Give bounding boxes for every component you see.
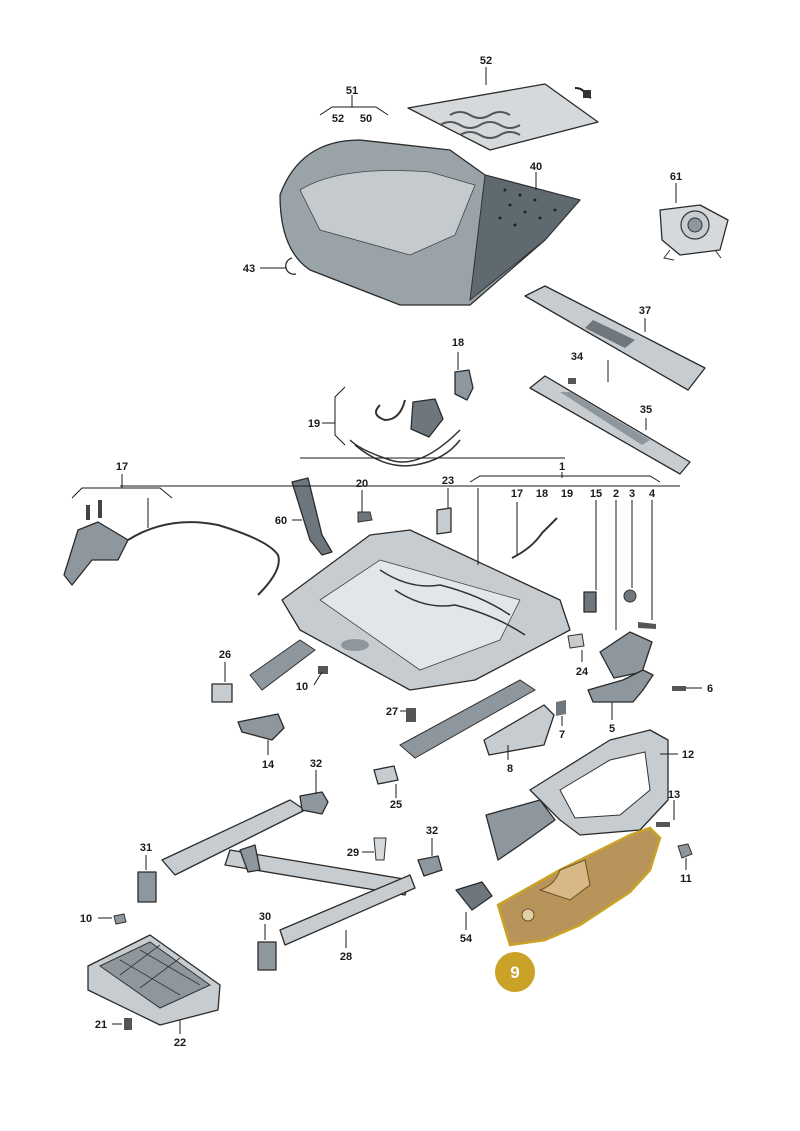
screw-29-part[interactable] (373, 837, 387, 861)
callout-35: 35 (640, 404, 652, 416)
adjuster-17-part[interactable] (63, 500, 280, 596)
part-14[interactable] (237, 713, 285, 741)
callout-10: 10 (296, 681, 308, 693)
callout-15: 15 (590, 488, 602, 500)
side-frame-12-part[interactable] (485, 729, 669, 861)
callout-17: 17 (511, 488, 523, 500)
part-24[interactable] (567, 633, 585, 649)
screw-6-part[interactable] (672, 686, 686, 691)
screw-13-part[interactable] (656, 822, 670, 827)
bracket-5-part[interactable] (587, 669, 654, 703)
clip-10b-part[interactable] (113, 913, 127, 925)
callout-19: 19 (561, 488, 573, 500)
cap-32a-part[interactable] (299, 791, 329, 815)
heating-mat-part[interactable] (407, 83, 599, 151)
screw-21-part[interactable] (124, 1018, 132, 1030)
callout-29: 29 (347, 847, 359, 859)
belt-buckle-part[interactable] (291, 477, 333, 556)
callout-1: 1 (559, 461, 565, 473)
callout-32: 32 (426, 825, 438, 837)
trim-cover-part[interactable] (524, 285, 706, 391)
connector-54-part[interactable] (455, 881, 493, 911)
part-2[interactable] (599, 631, 653, 679)
callout-26: 26 (219, 649, 231, 661)
callout-52: 52 (480, 55, 492, 67)
callout-11: 11 (680, 873, 692, 885)
callout-30: 30 (259, 911, 271, 923)
callout-21: 21 (95, 1019, 107, 1031)
clip-43-part[interactable] (285, 257, 297, 275)
rail-trim-part[interactable] (529, 375, 691, 475)
callout-61: 61 (670, 171, 682, 183)
callout-32: 32 (310, 758, 322, 770)
callout-10: 10 (80, 913, 92, 925)
screw-34-part[interactable] (568, 378, 576, 384)
bolt-20-part[interactable] (357, 511, 373, 523)
clip-25-part[interactable] (373, 765, 399, 785)
cap-30-part[interactable] (257, 941, 277, 971)
callout-40: 40 (530, 161, 542, 173)
callout-8: 8 (507, 763, 513, 775)
callout-23: 23 (442, 475, 454, 487)
cable-17b-part[interactable] (511, 517, 558, 559)
screw-4-part[interactable] (638, 622, 656, 629)
cap-32b-part[interactable] (417, 855, 443, 877)
callout-4: 4 (649, 488, 656, 500)
bracket-23-part[interactable] (436, 507, 452, 535)
callout-52: 52 (332, 113, 344, 125)
clip-11-part[interactable] (677, 843, 693, 859)
callout-34: 34 (571, 351, 584, 363)
part-26[interactable] (211, 683, 233, 703)
callout-18: 18 (536, 488, 548, 500)
highlighted-side-trim-9[interactable] (496, 826, 662, 947)
trim-8-part[interactable] (483, 704, 555, 756)
callout-25: 25 (390, 799, 402, 811)
callout-7: 7 (559, 729, 565, 741)
callout-43: 43 (243, 263, 255, 275)
callout-14: 14 (262, 759, 275, 771)
highlight-badge-label: 9 (510, 963, 519, 982)
callout-2: 2 (613, 488, 619, 500)
screw-27-part[interactable] (406, 708, 416, 722)
callout-6: 6 (707, 683, 713, 695)
callout-37: 37 (639, 305, 651, 317)
callout-24: 24 (576, 666, 589, 678)
callout-50: 50 (360, 113, 372, 125)
callout-17: 17 (116, 461, 128, 473)
callout-labels: 52 51 52 50 40 61 43 37 34 35 18 19 17 2… (80, 55, 713, 1049)
control-module-part[interactable] (659, 204, 729, 261)
switch-18-part[interactable] (454, 369, 474, 401)
nut-3-part[interactable] (623, 589, 637, 603)
lower-frame-28-part[interactable] (161, 799, 416, 946)
callout-19: 19 (308, 418, 320, 430)
callout-13: 13 (668, 789, 680, 801)
seat-frame-part[interactable] (249, 529, 571, 759)
callout-31: 31 (140, 842, 152, 854)
callout-51: 51 (346, 85, 358, 97)
part-15[interactable] (583, 591, 597, 613)
callout-27: 27 (386, 706, 398, 718)
highlight-badge: 9 (495, 952, 535, 992)
callout-18: 18 (452, 337, 464, 349)
control-unit-22-part[interactable] (87, 934, 221, 1026)
seat-cushion-part[interactable] (279, 139, 581, 306)
callout-12: 12 (682, 749, 694, 761)
leader-lines (71, 67, 702, 1034)
part-7[interactable] (556, 700, 566, 716)
callout-22: 22 (174, 1037, 186, 1049)
callout-28: 28 (340, 951, 352, 963)
callout-3: 3 (629, 488, 635, 500)
callout-60: 60 (275, 515, 287, 527)
callout-5: 5 (609, 723, 615, 735)
cap-31-part[interactable] (137, 871, 157, 903)
part-10a[interactable] (318, 666, 328, 674)
callout-54: 54 (460, 933, 473, 945)
harness-19-part[interactable] (349, 398, 461, 467)
callout-20: 20 (356, 478, 368, 490)
